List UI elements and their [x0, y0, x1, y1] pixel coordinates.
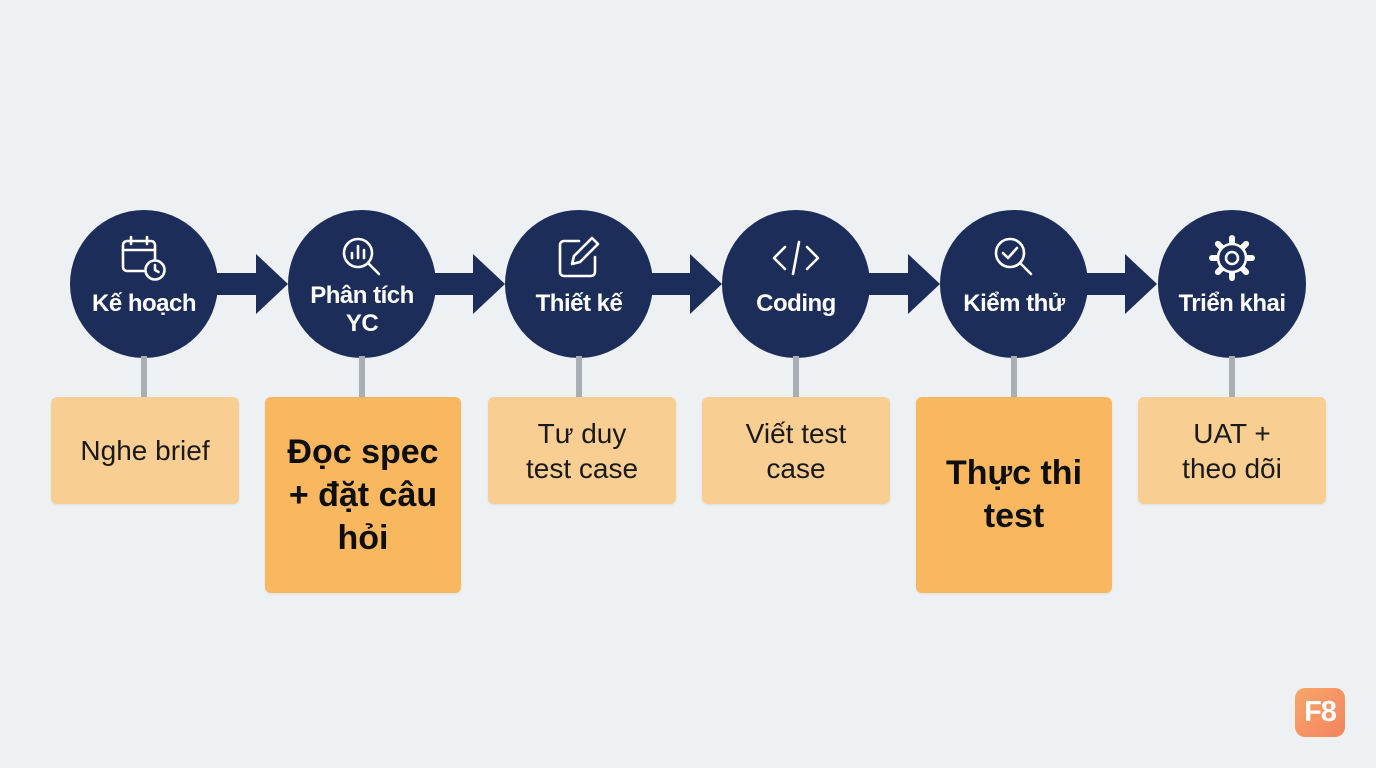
step-circle: Triển khai — [1158, 210, 1306, 358]
step-description-card: UAT + theo dõi — [1138, 397, 1326, 504]
magnifier-check-icon — [988, 232, 1040, 284]
flow-arrow-2 — [433, 254, 505, 314]
step-circle: Thiết kế — [505, 210, 653, 358]
flow-arrow-3 — [650, 254, 722, 314]
step-description-card: Đọc spec + đặt câu hỏi — [265, 397, 461, 593]
step-deployment: Triển khai UAT + theo dõi — [1134, 0, 1330, 768]
step-title: Thiết kế — [535, 290, 623, 317]
step-title: Phân tích YC — [310, 282, 414, 337]
step-circle: Kế hoạch — [70, 210, 218, 358]
step-title: Triển khai — [1178, 290, 1286, 317]
step-testing: Kiểm thử Thực thi test — [916, 0, 1112, 768]
edit-square-icon — [553, 232, 605, 284]
step-description: Đọc spec + đặt câu hỏi — [287, 432, 439, 557]
code-brackets-icon — [770, 232, 822, 284]
step-title: Kế hoạch — [91, 290, 197, 317]
step-description-card: Tư duy test case — [488, 397, 676, 504]
magnifier-chart-icon — [336, 232, 388, 284]
calendar-clock-icon — [118, 232, 170, 284]
step-circle: Kiểm thử — [940, 210, 1088, 358]
step-connector — [1011, 356, 1017, 398]
step-connector — [141, 356, 147, 398]
flow-arrow-1 — [216, 254, 288, 314]
step-title: Coding — [756, 290, 836, 317]
step-connector — [1229, 356, 1235, 398]
step-description-card: Nghe brief — [51, 397, 239, 504]
step-coding: Coding Viết test case — [698, 0, 894, 768]
step-design: Thiết kế Tư duy test case — [481, 0, 677, 768]
flow-arrow-4 — [868, 254, 940, 314]
step-connector — [359, 356, 365, 398]
step-plan: Kế hoạch Nghe brief — [46, 0, 242, 768]
step-description: Thực thi test — [945, 454, 1083, 535]
step-connector — [576, 356, 582, 398]
step-requirement-analysis: Phân tích YC Đọc spec + đặt câu hỏi — [264, 0, 461, 768]
step-description: Viết test case — [745, 417, 847, 484]
gear-icon — [1206, 232, 1258, 284]
step-description: UAT + theo dõi — [1182, 417, 1282, 484]
f8-logo: F8 — [1295, 688, 1345, 737]
flow-arrow-5 — [1085, 254, 1157, 314]
step-circle: Coding — [722, 210, 870, 358]
step-description-card: Viết test case — [702, 397, 890, 504]
step-circle: Phân tích YC — [288, 210, 436, 358]
step-description: Nghe brief — [80, 435, 210, 466]
step-connector — [793, 356, 799, 398]
step-title: Kiểm thử — [963, 290, 1065, 317]
step-description: Tư duy test case — [525, 417, 639, 484]
step-description-card: Thực thi test — [916, 397, 1112, 593]
